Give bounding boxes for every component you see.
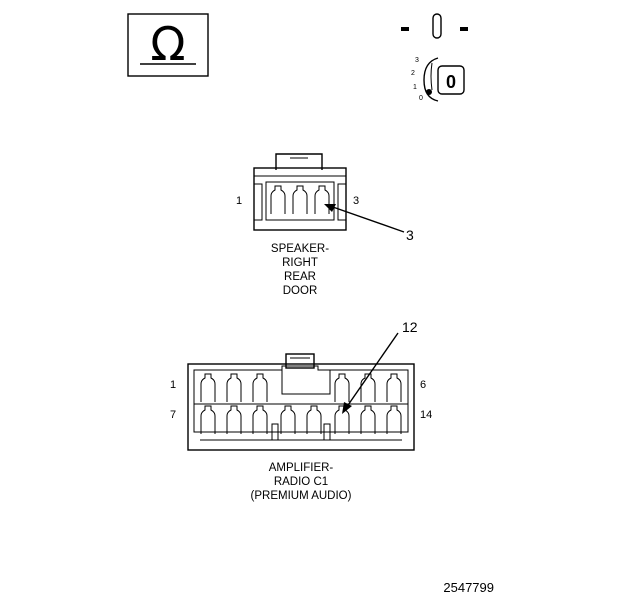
- amp-cavity-5: [360, 373, 376, 403]
- amp-cavity-8: [226, 405, 242, 435]
- amp-caption-line-3: (PREMIUM AUDIO): [251, 490, 352, 502]
- ignition-position-1: 1: [413, 84, 417, 91]
- amp-cavity-10: [280, 405, 296, 435]
- speaker-pin-3-label: 3: [353, 195, 359, 207]
- ignition-position-3: 3: [415, 57, 419, 64]
- ignition-key-icon: 0 3 2 1 0: [401, 13, 468, 102]
- amp-cavity-3: [252, 373, 268, 403]
- speaker-pin-1-label: 1: [236, 195, 242, 207]
- amp-cavity-6: [386, 373, 402, 403]
- amp-cavity-14: [386, 405, 402, 435]
- speaker-cavity-1: [270, 185, 286, 215]
- amp-pin-14-label: 14: [420, 409, 432, 421]
- amp-cavity-4: [334, 373, 350, 403]
- ignition-key-label: 0: [446, 72, 456, 92]
- ignition-position-2: 2: [411, 70, 415, 77]
- amp-cavity-11: [306, 405, 322, 435]
- amp-callout-number: 12: [402, 319, 418, 335]
- speaker-cavity-2: [292, 185, 308, 215]
- speaker-caption-line-4: DOOR: [283, 285, 318, 297]
- speaker-callout-number: 3: [406, 227, 414, 243]
- speaker-caption-line-2: RIGHT: [282, 257, 318, 269]
- amp-cavity-2: [226, 373, 242, 403]
- ohmmeter-icon: Ω: [127, 13, 209, 77]
- amp-cavity-12: [334, 405, 350, 435]
- amp-caption-line-1: AMPLIFIER-: [269, 462, 334, 474]
- amplifier-connector: 1 6 7 14 12 AMPLIFIER- RADIO C1 (PREMIUM…: [170, 319, 432, 502]
- speaker-caption-line-3: REAR: [284, 271, 316, 283]
- amp-pin-6-label: 6: [420, 379, 426, 391]
- ohm-symbol: Ω: [150, 17, 185, 71]
- speaker-caption-line-1: SPEAKER-: [271, 243, 329, 255]
- ignition-position-0: 0: [419, 95, 423, 102]
- amp-cavity-9: [252, 405, 268, 435]
- amp-cavity-1: [200, 373, 216, 403]
- amp-cavity-7: [200, 405, 216, 435]
- amp-pin-7-label: 7: [170, 409, 176, 421]
- amp-cavity-13: [360, 405, 376, 435]
- figure-number: 2547799: [443, 580, 494, 595]
- amp-pin-1-label: 1: [170, 379, 176, 391]
- amp-caption-line-2: RADIO C1: [274, 476, 328, 488]
- speaker-cavity-3: [314, 185, 330, 215]
- speaker-connector: 1 3 3 SPEAKER- RIGHT REAR DOOR: [236, 153, 414, 297]
